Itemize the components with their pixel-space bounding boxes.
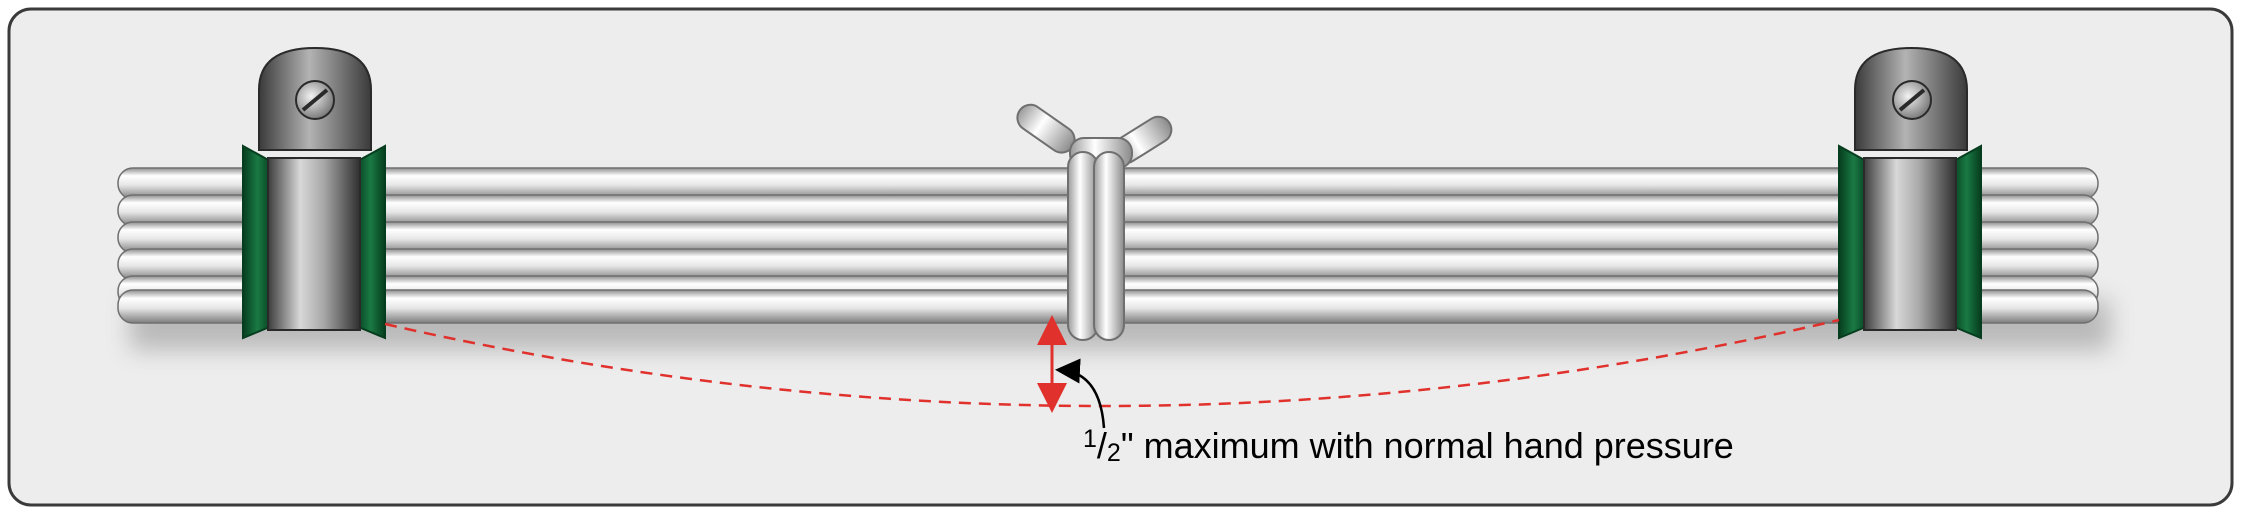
sag-curve <box>384 318 1840 408</box>
right-clamp <box>1838 46 1982 340</box>
sag-annotation: 1/2" maximum with normal hand pressure <box>1083 424 1734 472</box>
fraction-slash: / <box>1096 425 1107 466</box>
fraction-denominator: 2 <box>1106 439 1121 467</box>
fraction-numerator: 1 <box>1083 425 1097 453</box>
clamp-band <box>1863 157 1957 331</box>
wire-tie-icon <box>1016 103 1173 341</box>
clamp-band <box>267 157 361 331</box>
screw-icon <box>295 80 335 120</box>
callout-leader <box>1055 358 1106 429</box>
screw-icon <box>1892 80 1932 120</box>
annotation-text: " maximum with normal hand pressure <box>1120 425 1734 466</box>
left-clamp <box>242 46 386 340</box>
